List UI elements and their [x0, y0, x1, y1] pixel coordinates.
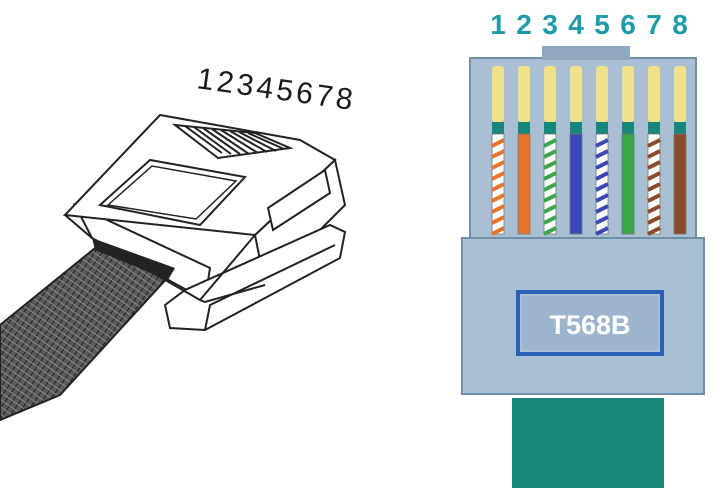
wire-stripe — [647, 193, 661, 203]
wire-stripe — [647, 138, 661, 148]
wire-stripe — [595, 171, 609, 181]
wire-stripe — [647, 204, 661, 214]
left-pin-number: 2 — [215, 65, 236, 100]
wire-stripe — [491, 193, 505, 203]
wire-stripe — [491, 182, 505, 192]
wire-stripe — [543, 226, 557, 236]
standard-label-frame — [516, 290, 664, 356]
standard-label: T568B — [549, 310, 630, 340]
wire-stripe — [543, 171, 557, 181]
wire-2-orange — [517, 66, 531, 235]
right-pin-number: 2 — [516, 9, 532, 40]
wire-stripe — [491, 138, 505, 148]
wire-stripe — [491, 215, 505, 225]
wire-stripe — [543, 215, 557, 225]
wire-8-brown — [673, 66, 687, 235]
wire-insulation — [673, 133, 687, 235]
wire-stripe — [647, 182, 661, 192]
wire-insulation — [517, 133, 531, 235]
left-pin-number: 7 — [314, 79, 335, 114]
left-contacts — [184, 125, 285, 155]
right-pin-number: 1 — [490, 9, 506, 40]
pin-contact — [544, 66, 556, 122]
wire-stripe — [491, 171, 505, 181]
wire-stripe — [491, 149, 505, 159]
contact-band — [674, 122, 686, 134]
wire-stripe — [595, 160, 609, 170]
left-pin-number: 5 — [274, 73, 295, 108]
right-pin-number: 8 — [672, 9, 688, 40]
wire-stripe — [647, 160, 661, 170]
wire-insulation — [621, 133, 635, 235]
wire-stripe — [543, 204, 557, 214]
contact-band — [648, 122, 660, 134]
pin-contact — [570, 66, 582, 122]
wire-1-orange-white — [491, 66, 505, 236]
wire-stripe — [647, 149, 661, 159]
wire-stripe — [543, 193, 557, 203]
pin-contact — [674, 66, 686, 122]
left-pin-number: 1 — [195, 62, 216, 97]
wire-group — [491, 66, 687, 236]
wire-insulation — [569, 133, 583, 235]
wire-stripe — [543, 149, 557, 159]
right-pin-number: 6 — [620, 9, 636, 40]
wire-3-green-white — [543, 66, 557, 236]
right-plug-diagram: 1 2 3 4 5 6 7 8 T568B — [461, 9, 705, 488]
wire-6-green — [621, 66, 635, 235]
wire-stripe — [543, 182, 557, 192]
wire-4-blue — [569, 66, 583, 235]
wire-stripe — [595, 215, 609, 225]
pin-contact — [648, 66, 660, 122]
right-cable-jacket — [512, 398, 664, 488]
left-plug-latch — [163, 223, 347, 332]
contact-band — [622, 122, 634, 134]
wire-stripe — [595, 182, 609, 192]
wire-stripe — [647, 215, 661, 225]
left-pin-numbers: 1 2 3 4 5 6 7 8 — [195, 62, 355, 116]
contact-band — [544, 122, 556, 134]
wire-stripe — [543, 138, 557, 148]
left-pin-number: 6 — [294, 76, 315, 111]
right-plug-top-notch — [542, 46, 630, 60]
wire-5-blue-white — [595, 66, 609, 236]
left-pin-number: 8 — [334, 82, 355, 117]
wire-stripe — [647, 226, 661, 236]
wire-stripe — [491, 226, 505, 236]
pin-contact — [492, 66, 504, 122]
contact-band — [492, 122, 504, 134]
wire-stripe — [595, 226, 609, 236]
wire-stripe — [647, 171, 661, 181]
contact-band — [518, 122, 530, 134]
pin-contact — [596, 66, 608, 122]
wire-stripe — [595, 193, 609, 203]
standard-label-fill — [522, 296, 658, 350]
right-pin-number: 5 — [594, 9, 610, 40]
right-pin-number: 3 — [542, 9, 558, 40]
left-plug-side-window — [266, 168, 332, 232]
left-pin-number: 3 — [235, 68, 256, 103]
wire-stripe — [491, 160, 505, 170]
pin-contact — [622, 66, 634, 122]
pin-contact — [518, 66, 530, 122]
wire-stripe — [543, 160, 557, 170]
wire-stripe — [595, 138, 609, 148]
left-plug-drawing: 1 2 3 4 5 6 7 8 — [0, 62, 355, 422]
contact-band — [596, 122, 608, 134]
contact-band — [570, 122, 582, 134]
right-pin-number: 4 — [568, 9, 584, 40]
wire-stripe — [491, 204, 505, 214]
wire-7-brown-white — [647, 66, 661, 236]
left-pin-number: 4 — [254, 71, 275, 106]
right-pin-number: 7 — [646, 9, 662, 40]
wire-stripe — [595, 149, 609, 159]
left-cable — [0, 238, 172, 422]
wire-stripe — [595, 204, 609, 214]
right-pin-numbers: 1 2 3 4 5 6 7 8 — [490, 9, 688, 40]
